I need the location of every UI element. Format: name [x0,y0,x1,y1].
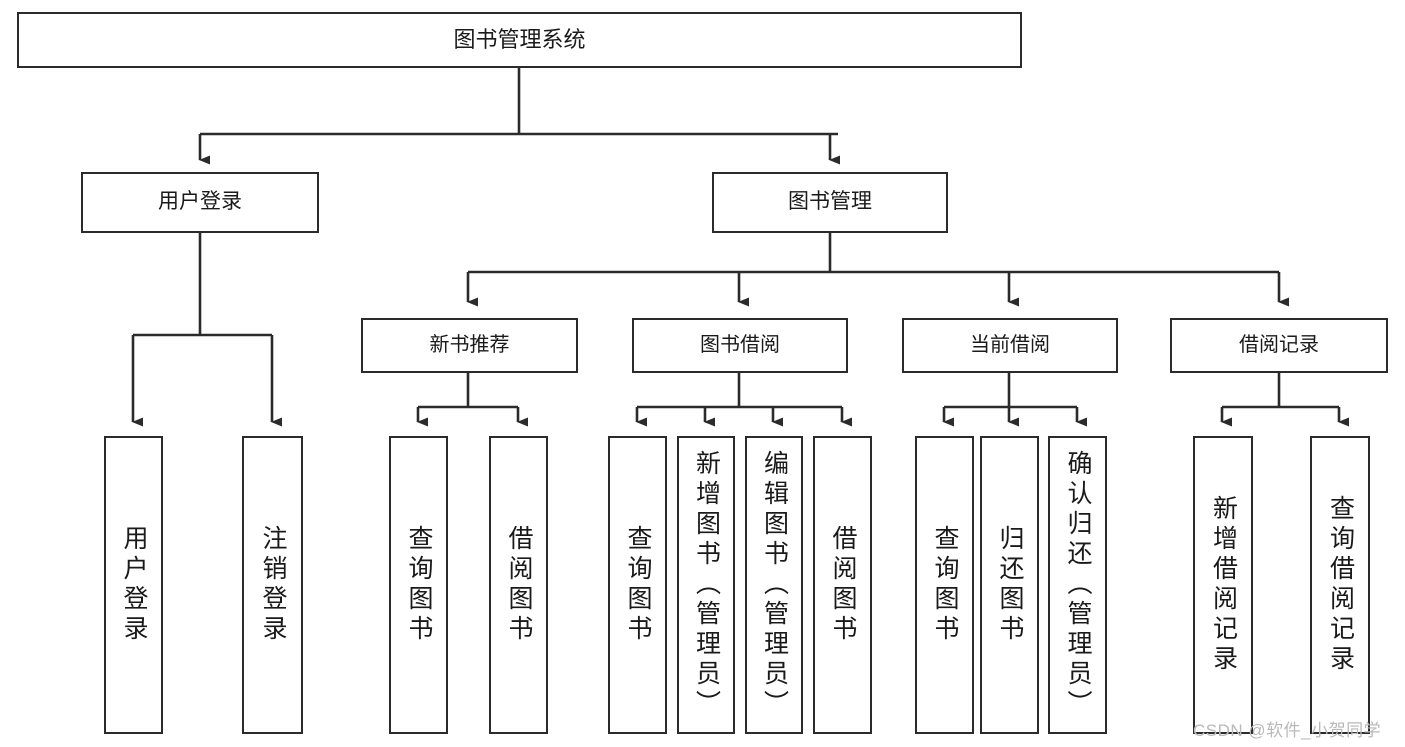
leaf-add-book[interactable]: 新增图书（管理员） [677,436,735,734]
leaf-return-book[interactable]: 归还图书 [980,436,1039,734]
leaf-query-record-label: 查询借阅记录 [1326,495,1355,675]
node-root-label: 图书管理系统 [453,27,586,53]
leaf-logout-login[interactable]: 注销登录 [242,436,303,734]
csdn-watermark: CSDN @软件_小贺同学 [1193,721,1382,740]
leaf-borrow-book-2-label: 借阅图书 [829,525,857,645]
leaf-query-record[interactable]: 查询借阅记录 [1310,436,1370,734]
node-borrow-record-label: 借阅记录 [1239,333,1319,356]
node-book-management[interactable]: 图书管理 [712,172,948,233]
node-book-borrow-label: 图书借阅 [700,333,780,356]
node-current-borrow[interactable]: 当前借阅 [902,318,1118,373]
leaf-borrow-book-1[interactable]: 借阅图书 [489,436,548,734]
node-book-management-label: 图书管理 [788,190,872,214]
leaf-query-book-1-label: 查询图书 [405,525,433,645]
leaf-query-book-3[interactable]: 查询图书 [915,436,974,734]
node-current-borrow-label: 当前借阅 [970,333,1050,356]
leaf-confirm-return-label: 确认归还（管理员） [1064,450,1092,720]
leaf-confirm-return[interactable]: 确认归还（管理员） [1048,436,1107,734]
node-borrow-record[interactable]: 借阅记录 [1170,318,1388,373]
leaf-edit-book-label: 编辑图书（管理员） [760,450,789,720]
leaf-user-login-label: 用户登录 [120,525,148,645]
leaf-query-book-3-label: 查询图书 [931,525,959,645]
leaf-borrow-book-2[interactable]: 借阅图书 [813,436,872,734]
node-new-book-recommend-label: 新书推荐 [429,333,510,356]
leaf-edit-book[interactable]: 编辑图书（管理员） [745,436,803,734]
leaf-query-book-2-label: 查询图书 [624,525,652,645]
leaf-add-record-label: 新增借阅记录 [1209,495,1238,675]
leaf-query-book-2[interactable]: 查询图书 [608,436,667,734]
leaf-borrow-book-1-label: 借阅图书 [505,525,533,645]
leaf-user-login[interactable]: 用户登录 [104,436,163,734]
leaf-return-book-label: 归还图书 [996,525,1024,645]
node-new-book-recommend[interactable]: 新书推荐 [361,318,578,373]
leaf-logout-login-label: 注销登录 [259,525,287,645]
leaf-query-book-1[interactable]: 查询图书 [389,436,448,734]
leaf-add-record[interactable]: 新增借阅记录 [1193,436,1253,734]
leaf-add-book-label: 新增图书（管理员） [692,450,721,720]
node-user-login-label: 用户登录 [158,190,242,214]
node-user-login[interactable]: 用户登录 [81,172,319,233]
node-root[interactable]: 图书管理系统 [17,12,1022,68]
node-book-borrow[interactable]: 图书借阅 [632,318,848,373]
